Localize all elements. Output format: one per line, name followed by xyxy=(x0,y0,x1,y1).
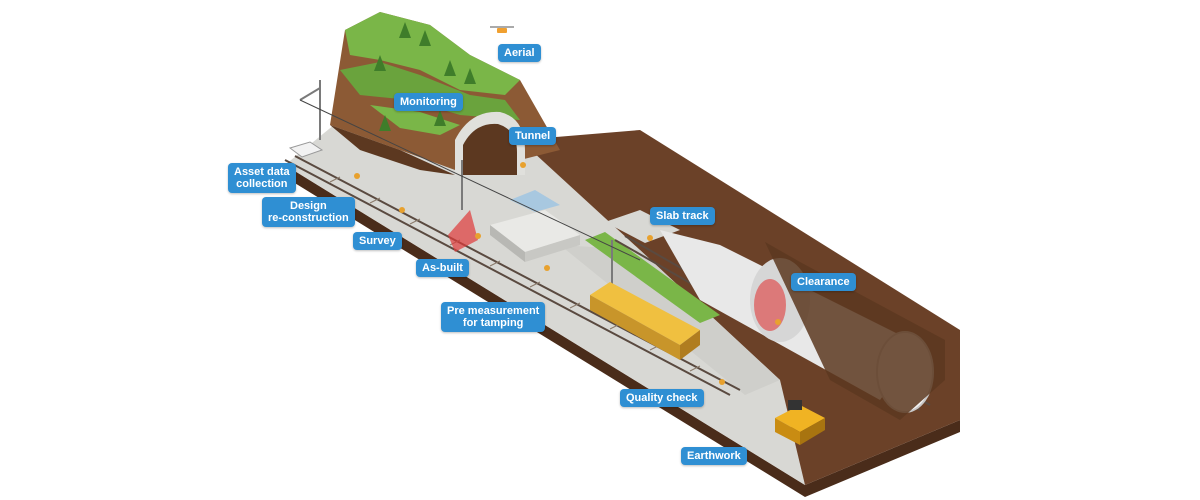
platform-pad xyxy=(605,210,680,243)
label-quality-check[interactable]: Quality check xyxy=(620,389,704,407)
label-survey[interactable]: Survey xyxy=(353,232,402,250)
label-slab-track[interactable]: Slab track xyxy=(650,207,715,225)
survey-car-icon xyxy=(288,141,324,158)
tamping-machine-icon xyxy=(590,282,700,360)
label-clearance[interactable]: Clearance xyxy=(791,273,856,291)
catenary-mast-icon xyxy=(299,80,613,285)
label-design-reconstruction[interactable]: Design re-construction xyxy=(262,197,355,227)
scan-marker-as-built xyxy=(448,210,478,252)
label-as-built[interactable]: As-built xyxy=(416,259,469,277)
label-monitoring[interactable]: Monitoring xyxy=(394,93,463,111)
tunnel-portal xyxy=(455,111,525,175)
drone-icon xyxy=(490,26,514,33)
label-asset-data-collection[interactable]: Asset data collection xyxy=(228,163,296,193)
bulldozer-icon xyxy=(775,400,825,445)
station-platform xyxy=(490,190,580,262)
label-pre-measurement-for-tamping[interactable]: Pre measurement for tamping xyxy=(441,302,546,332)
scan-marker-clearance xyxy=(754,279,786,331)
overhead-wire xyxy=(299,99,641,261)
tree-icon xyxy=(374,22,476,131)
surveyor-icon xyxy=(354,162,781,385)
grass-strip xyxy=(585,232,720,323)
label-aerial[interactable]: Aerial xyxy=(498,44,541,62)
label-earthwork[interactable]: Earthwork xyxy=(681,447,747,465)
label-tunnel[interactable]: Tunnel xyxy=(509,127,557,145)
